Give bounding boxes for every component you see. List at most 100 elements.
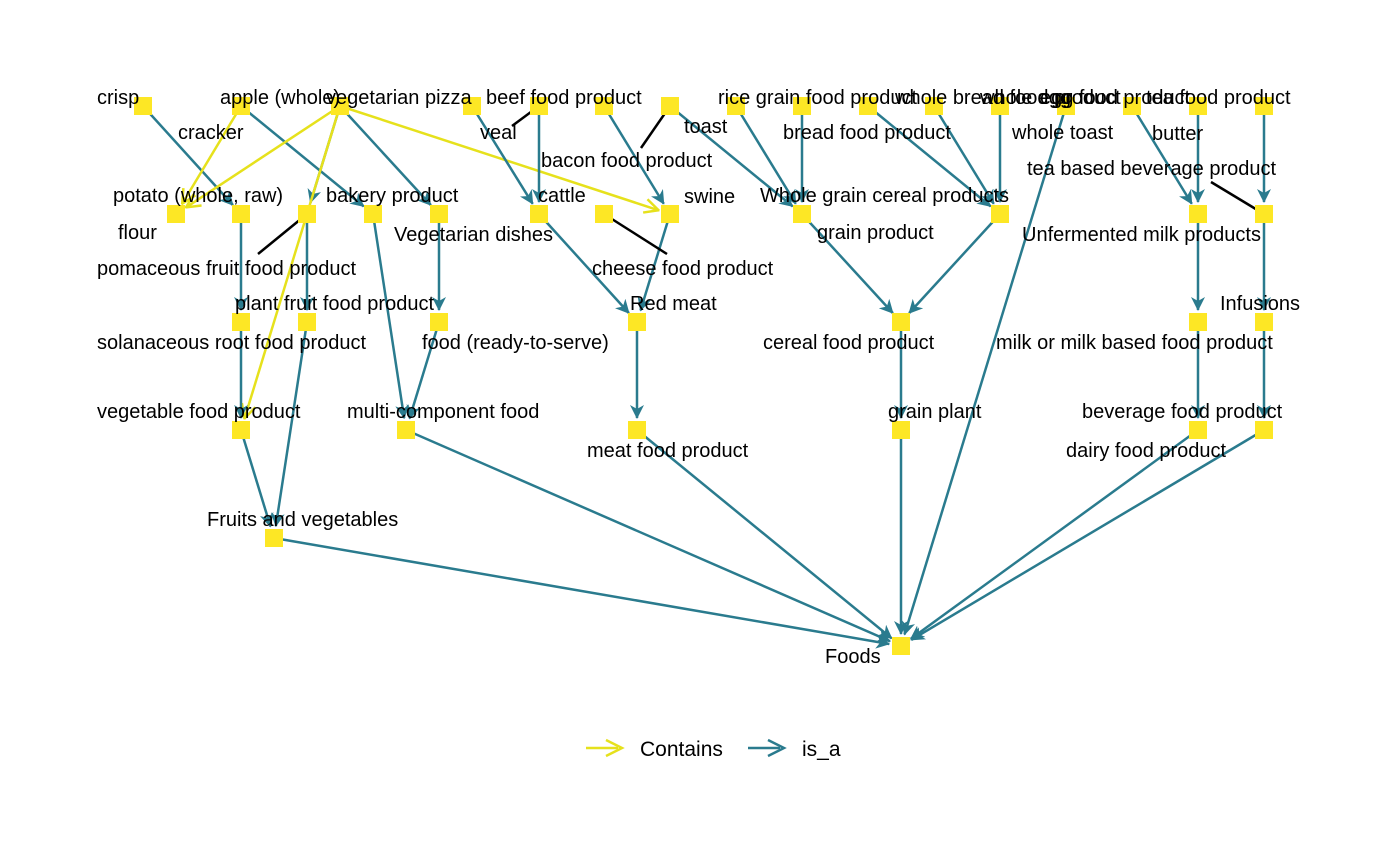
node-butter xyxy=(1189,97,1207,115)
node-wholetoast xyxy=(991,97,1009,115)
edge-is-a-redmeat-multi xyxy=(406,321,441,420)
node-label-milk: milk or milk based food product xyxy=(996,332,1273,354)
node-cheese xyxy=(661,205,679,223)
edge-is-a-beef-vegdishes xyxy=(470,105,534,205)
node-swine xyxy=(364,205,382,223)
edge-is-a-crisp-bakery xyxy=(142,105,234,206)
node-label-pomaceous: pomaceous fruit food product xyxy=(97,258,356,280)
node-crisp xyxy=(134,97,152,115)
edge-is-a-tea-unfermented xyxy=(1130,105,1193,205)
node-label-wholegrain: Whole grain cereal products xyxy=(760,185,1009,207)
node-plantfruit xyxy=(298,313,316,331)
node-label-redmeat: Red meat xyxy=(630,293,717,315)
node-label-vegpizza: vegetarian pizza xyxy=(326,87,473,109)
node-label-cattle: cattle xyxy=(538,185,586,207)
node-label-cracker: cracker xyxy=(178,122,244,144)
node-label-vegfood: vegetable food product xyxy=(97,401,301,423)
edge-is-a-dairy-foods xyxy=(910,428,1265,641)
node-veal xyxy=(530,97,548,115)
node-wholebread xyxy=(727,97,745,115)
edge-is-a-vegpizza-flour xyxy=(339,105,432,206)
edge-contains-apple-potato xyxy=(182,105,243,204)
node-label-foods: Foods xyxy=(825,646,881,668)
node-egg xyxy=(1057,97,1075,115)
node-label-beef: beef food product xyxy=(486,87,642,109)
node-apple xyxy=(232,97,250,115)
node-label-crisp: crisp xyxy=(97,87,139,109)
node-cereal xyxy=(892,313,910,331)
edge-is-a-meat-foods xyxy=(636,429,893,640)
node-label-infusions: Infusions xyxy=(1220,293,1300,315)
node-label-fruitsveg: Fruits and vegetables xyxy=(207,509,398,531)
node-label-bacon: bacon food product xyxy=(541,150,713,172)
node-label-breadfood: bread food product xyxy=(783,122,951,144)
node-dairy xyxy=(1255,421,1273,439)
node-label-multi: multi-component food xyxy=(347,401,539,423)
label-leader-line xyxy=(603,212,668,256)
edge-is-a-plantfruit-fruitsveg xyxy=(270,321,309,528)
edge-is-a-beverage-foods xyxy=(909,428,1199,640)
node-unfermented xyxy=(1189,205,1207,223)
edge-is-a-cracker-grainproduct xyxy=(867,105,992,208)
node-label-plantfruit: plant fruit food product xyxy=(235,293,434,315)
node-label-solanaceous: solanaceous root food product xyxy=(97,332,367,354)
edge-is-a-apple-swine xyxy=(240,105,365,208)
node-label-rice: rice grain food product xyxy=(718,87,917,109)
node-label-grainproduct: grain product xyxy=(817,222,934,244)
node-wholegrain xyxy=(793,205,811,223)
edge-is-a-multi-foods xyxy=(405,428,891,643)
node-bacon xyxy=(1255,97,1273,115)
edge-contains-vegpizza-potato xyxy=(186,104,341,207)
node-label-butter: butter xyxy=(1152,123,1203,145)
nodes-layer xyxy=(134,97,1273,655)
legend-contains-arrow xyxy=(605,738,625,758)
node-grainproduct xyxy=(991,205,1009,223)
node-beef xyxy=(463,97,481,115)
node-vegpizza xyxy=(331,97,349,115)
node-teabev xyxy=(1255,205,1273,223)
node-infusions xyxy=(1255,313,1273,331)
node-breadfood xyxy=(925,97,943,115)
edge-is-a-grainproduct-cereal xyxy=(908,213,1001,314)
node-label-tea: tea food product xyxy=(1146,87,1291,109)
node-label-wholetoast: whole toast xyxy=(1011,122,1114,144)
edge-is-a-vegdishes-ready xyxy=(538,213,630,314)
node-label-cheese: cheese food product xyxy=(592,258,774,280)
node-label-dairy: dairy food product xyxy=(1066,440,1227,462)
edge-contains-vegpizza-cheese xyxy=(339,104,659,210)
node-label-toast: toast xyxy=(684,116,728,138)
node-label-cereal: cereal food product xyxy=(763,332,935,354)
node-meat xyxy=(628,421,646,439)
node-ready xyxy=(628,313,646,331)
node-label-unfermented: Unfermented milk products xyxy=(1022,224,1261,246)
node-label-egg: egg food product xyxy=(1040,87,1191,109)
edge-is-a-toast-cheese xyxy=(602,105,665,205)
node-label-ready: food (ready-to-serve) xyxy=(422,332,609,354)
node-vegfood xyxy=(232,421,250,439)
node-milk xyxy=(1189,313,1207,331)
edge-is-a-fruitsveg-foods xyxy=(273,536,891,649)
legend-isa-arrow xyxy=(767,738,787,758)
node-beverage xyxy=(1189,421,1207,439)
edge-is-a-swine-multi xyxy=(371,213,410,420)
node-pomaceous xyxy=(595,205,613,223)
edge-is-a-wholegrain-cereal xyxy=(801,213,894,314)
node-cattle xyxy=(298,205,316,223)
node-foods xyxy=(892,637,910,655)
node-label-veal: veal xyxy=(480,122,517,144)
node-grainplant xyxy=(892,421,910,439)
node-multi xyxy=(397,421,415,439)
node-label-wholeegg: whole egg xyxy=(979,87,1071,109)
edge-is-a-breadfood-grainproduct xyxy=(932,105,995,205)
legend-contains-label: Contains xyxy=(640,738,723,761)
node-fruitsveg xyxy=(265,529,283,547)
node-label-swine: swine xyxy=(684,186,735,208)
edges-layer xyxy=(142,104,1271,649)
node-label-vegdishes: Vegetarian dishes xyxy=(394,224,553,246)
node-label-potato: potato (whole, raw) xyxy=(113,185,283,207)
node-tea xyxy=(1123,97,1141,115)
node-label-grainplant: grain plant xyxy=(888,401,982,423)
node-bakery xyxy=(232,205,250,223)
